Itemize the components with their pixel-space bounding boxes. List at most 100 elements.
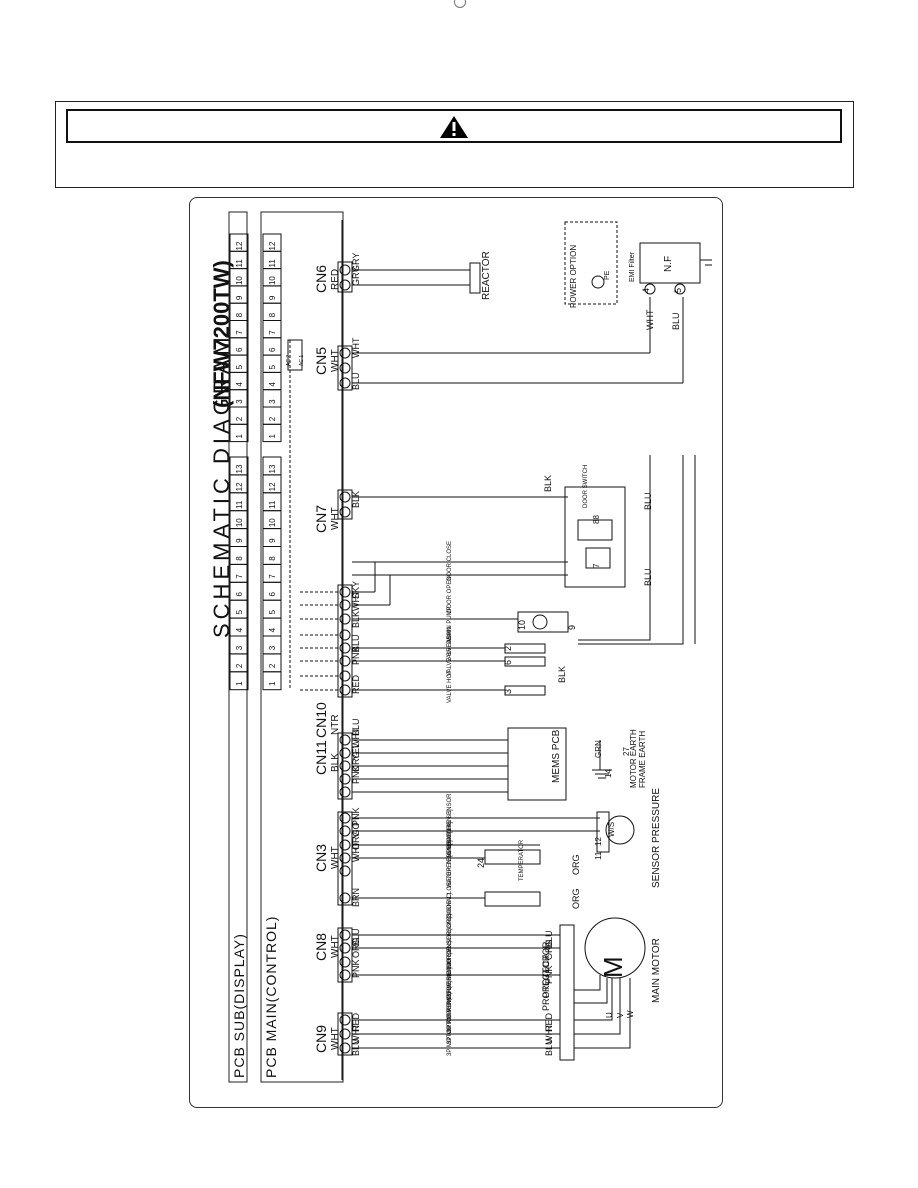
main-pin-number: 8 [268, 312, 277, 317]
door-open-label: DOOR OPEN [447, 576, 453, 613]
pcb-main-label: PCB MAIN(CONTROL) [263, 916, 279, 1078]
protector-1-label: PROTECTOR [541, 941, 551, 998]
valve-breach [504, 656, 546, 667]
earth-symbol [592, 740, 612, 779]
connector-housing [337, 345, 353, 391]
connector-pin [339, 825, 351, 837]
connector-pin [339, 506, 351, 518]
schematic-diagram: SCHEMATIC DIAGRAM (NFW7200TW) PCB SUB(DI… [209, 211, 712, 1083]
sub-pin-number: 5 [235, 364, 244, 369]
warning-box [55, 101, 854, 188]
num-24: 24 [476, 858, 486, 868]
warning-icon [440, 116, 468, 138]
motor-lead [574, 978, 613, 1021]
ac-relay [287, 339, 303, 371]
num-12: 12 [594, 837, 603, 846]
connector-pin [339, 642, 351, 654]
cn11-name: CN11 [313, 740, 329, 775]
main-pin-number: 5 [268, 609, 277, 614]
num-6: 6 [503, 660, 513, 665]
connector-pin [339, 969, 351, 981]
cn3-name: CN3 [313, 844, 329, 872]
drain-pump-box [517, 611, 569, 633]
org-t-label: ORG [571, 854, 581, 875]
wire-cn10-5: PNK [351, 646, 361, 665]
num-2: 2 [503, 646, 513, 651]
cn10-name: CN10 [313, 702, 329, 738]
main-pin-number: 3 [268, 399, 277, 404]
grn-label: GRN [594, 740, 603, 758]
nf-filter-box [639, 242, 701, 284]
main-pin-number: 2 [268, 416, 277, 421]
sub-pin-number: 8 [235, 312, 244, 317]
pcb-sub-strip [228, 211, 248, 1083]
connector-pin [339, 362, 351, 374]
connector-pin [339, 655, 351, 667]
motor-blu2-label: BLU [544, 1038, 554, 1056]
valve-main [504, 643, 546, 654]
main-pin-number: 1 [268, 681, 277, 686]
wire-cn11-1: BLU [351, 718, 361, 736]
cn11-color: BLK [330, 753, 341, 772]
sub-pin-number: 2 [235, 663, 244, 668]
main-pin-box [262, 671, 282, 691]
wire-cn10-2: WHT [351, 590, 361, 611]
num-4: 4 [641, 288, 651, 293]
connector-pin [339, 734, 351, 746]
wire-line [578, 455, 684, 645]
sub-pin-number: 7 [235, 574, 244, 579]
sub-pin-number: 5 [235, 609, 244, 614]
num-14: 14 [604, 769, 613, 778]
ws-label: W/S [607, 822, 616, 837]
sub-pin-number: 11 [235, 259, 244, 268]
valve-hot-label: VALVE HOT [447, 670, 453, 703]
main-pin-number: 10 [268, 276, 277, 285]
wire-line [389, 574, 568, 605]
motor-lead [574, 978, 608, 1004]
door-switch-label: DOOR SWITCH [583, 465, 589, 508]
main-pin-number: 12 [268, 482, 277, 491]
wire-cn3-4: WHT [351, 841, 361, 862]
wire-cn11-3: YEL [351, 743, 361, 760]
connector-pin [339, 852, 351, 864]
wire-cn3-3: ORG [351, 829, 361, 850]
cn9-name: CN9 [313, 1025, 329, 1053]
wire-cn6-2: GRY [351, 267, 361, 286]
door-switch-inner2 [585, 547, 611, 569]
pressure-sensor-terminal [596, 811, 610, 853]
motor-lead [574, 978, 621, 1035]
wire-cn3-1: PNK [351, 807, 361, 826]
m-v-label: 3P MOTOR POWER(V) [447, 981, 453, 1044]
connector-pin [339, 747, 351, 759]
nf-label: N.F [663, 256, 674, 272]
connector-pin [339, 613, 351, 625]
connector-pin [339, 347, 351, 359]
cn3-color: WHT [330, 846, 341, 869]
pcb-sub-label: PCB SUB(DISPLAY) [231, 933, 247, 1078]
wire-cn6-1: GRY [351, 253, 361, 272]
connector-pin [339, 1014, 351, 1026]
cn7-color: WHT [330, 507, 341, 530]
connector-pin [339, 1028, 351, 1040]
sub-pin-number: 10 [235, 276, 244, 285]
blu-in-label: BLU [671, 312, 681, 330]
sub-pin-number: 4 [235, 627, 244, 632]
main-pin-number: 6 [268, 592, 277, 597]
pe-symbol [591, 275, 605, 289]
mems-pcb-box [507, 727, 567, 801]
door-close-label: DOOR CLOSE [447, 541, 453, 581]
connector-housing [337, 261, 353, 293]
cn5-color: WHT [330, 349, 341, 372]
sub-pin-number: 9 [235, 538, 244, 543]
connector-pin [339, 1042, 351, 1054]
connector-pin [339, 377, 351, 389]
wire-cn10-1: SKY [351, 581, 361, 599]
connector-pin [339, 786, 351, 798]
frame-earth-label: FRAME EARTH [638, 731, 647, 788]
wire-cn8-3: PNK [351, 959, 361, 978]
main-motor-label: MAIN MOTOR [651, 938, 662, 1003]
connector-pin [339, 491, 351, 503]
water-temp-label: WATER TEMPERATURE SENSOR [447, 793, 453, 888]
protector-2-label: PROTECTOR [541, 954, 551, 1011]
num-5: 5 [673, 288, 683, 293]
